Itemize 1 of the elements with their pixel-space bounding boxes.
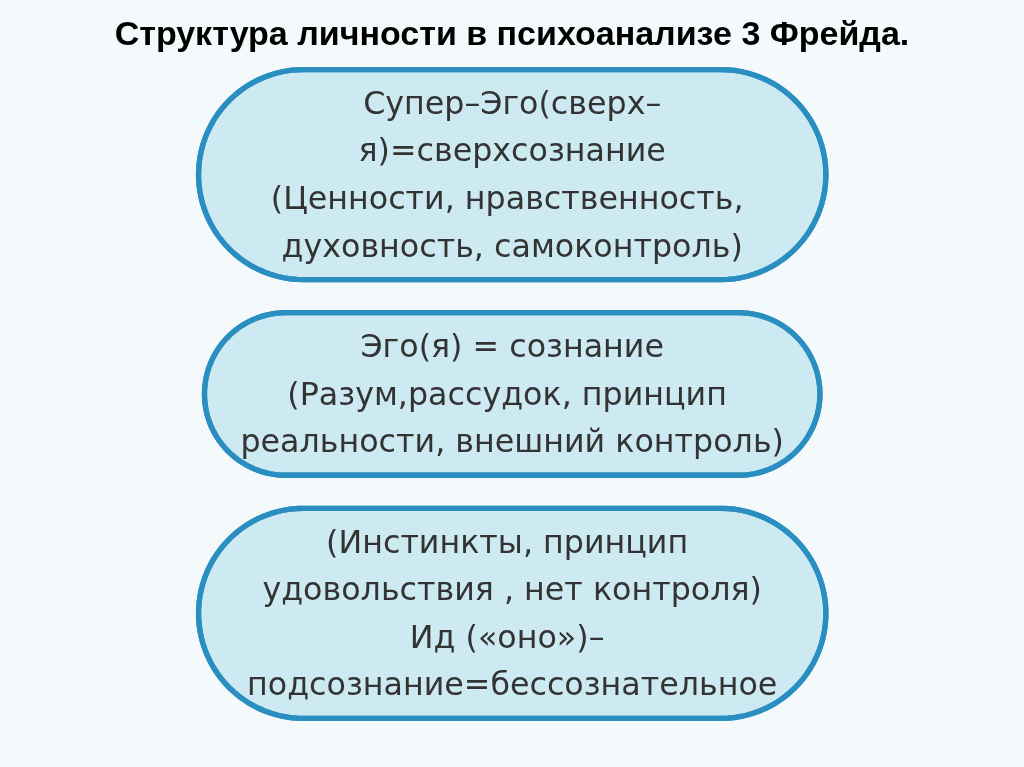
diagram-title: Структура личности в психоанализе 3 Фрейда. (113, 13, 911, 54)
